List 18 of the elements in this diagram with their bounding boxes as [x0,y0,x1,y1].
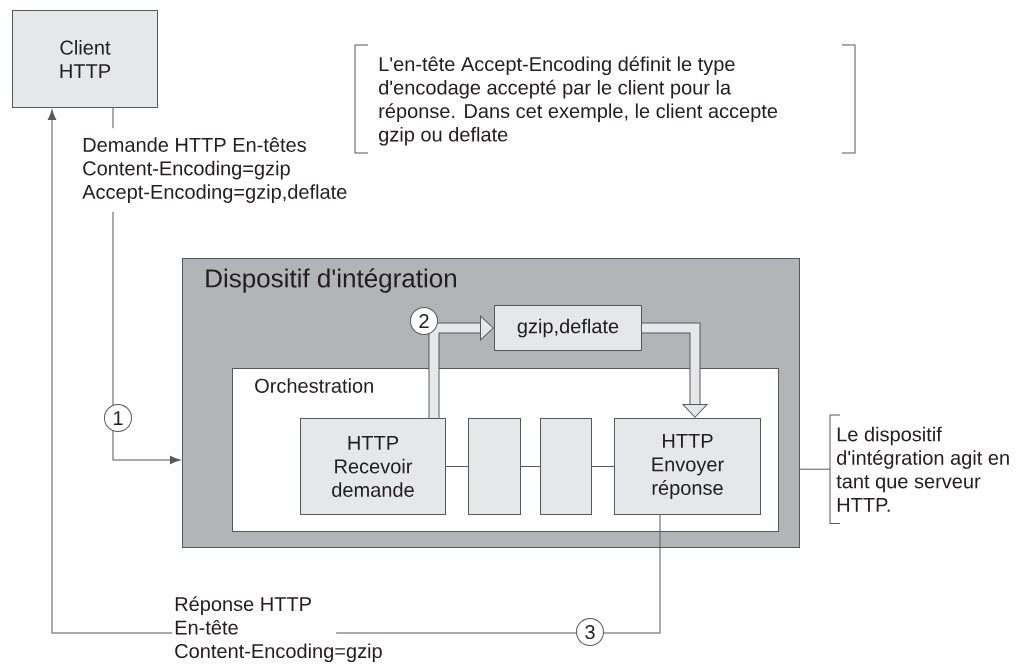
bracketed-note: Le dispositif d'intégration agit en tant que serveur HTTP. [829,414,1009,524]
connector-line [591,466,615,467]
empty-box [540,418,592,515]
callout-number: 2 [410,307,438,335]
edge-label: Demande HTTP En-têtes Content-Encoding=gzip Accept-Encoding=gzip,deflate [80,128,347,212]
callout-number: 1 [104,404,132,432]
connector-line [445,466,469,467]
edge-label: Réponse HTTP En-tête Content-Encoding=gzip [172,594,382,665]
block-arrow [428,315,494,418]
leader-line [799,468,831,470]
process-box: HTTP Envoyer réponse [614,418,761,515]
callout-number: 3 [576,618,604,646]
block-arrow [642,322,708,418]
process-box: Client HTTP [12,10,158,108]
connector-line [520,466,541,467]
empty-box [468,418,521,515]
process-box: HTTP Recevoir demande [300,418,446,515]
bracketed-note: L'en-tête Accept-Encoding définit le type d'encodage accepté par le client pour la réponse. Dans cet exemple, le client accepte gzip ou deflate [354,44,856,154]
